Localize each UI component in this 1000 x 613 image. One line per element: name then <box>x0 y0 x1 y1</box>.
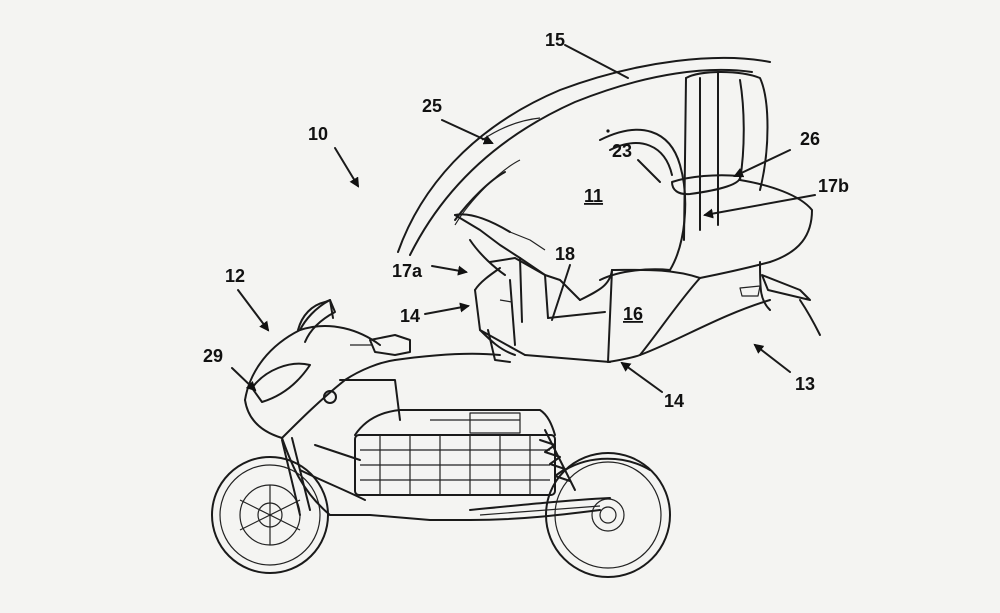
arrow-13 <box>753 343 791 373</box>
arrow-17b <box>703 194 816 219</box>
label-13: 13 <box>795 374 815 394</box>
leader-18 <box>551 264 571 321</box>
arrow-26 <box>733 149 791 178</box>
label-11: 11 <box>584 186 603 206</box>
label-14-front: 14 <box>400 306 420 326</box>
label-25: 25 <box>422 96 442 116</box>
label-26: 26 <box>800 129 820 149</box>
label-23: 23 <box>612 141 632 161</box>
label-16: 16 <box>623 304 643 324</box>
arrow-14b <box>620 361 663 393</box>
leader-lines <box>231 44 816 393</box>
label-17a: 17a <box>392 261 423 281</box>
arrow-10 <box>334 147 360 188</box>
scooter-body <box>211 299 671 578</box>
reference-labels: 10 11 12 13 14 14 15 16 17a 17b 18 23 25… <box>203 30 849 411</box>
arrow-17a <box>431 265 468 276</box>
label-14-rear: 14 <box>664 391 684 411</box>
label-12: 12 <box>225 266 245 286</box>
roof-canopy <box>397 56 821 363</box>
label-18: 18 <box>555 244 575 264</box>
leader-15 <box>564 44 629 79</box>
label-29: 29 <box>203 346 223 366</box>
leader-23 <box>637 159 661 183</box>
label-15: 15 <box>545 30 565 50</box>
arrow-29 <box>231 367 257 392</box>
arrow-25 <box>441 119 494 145</box>
arrow-12 <box>237 289 270 332</box>
label-10: 10 <box>308 124 328 144</box>
arrow-14a <box>424 302 470 315</box>
label-17b: 17b <box>818 176 849 196</box>
